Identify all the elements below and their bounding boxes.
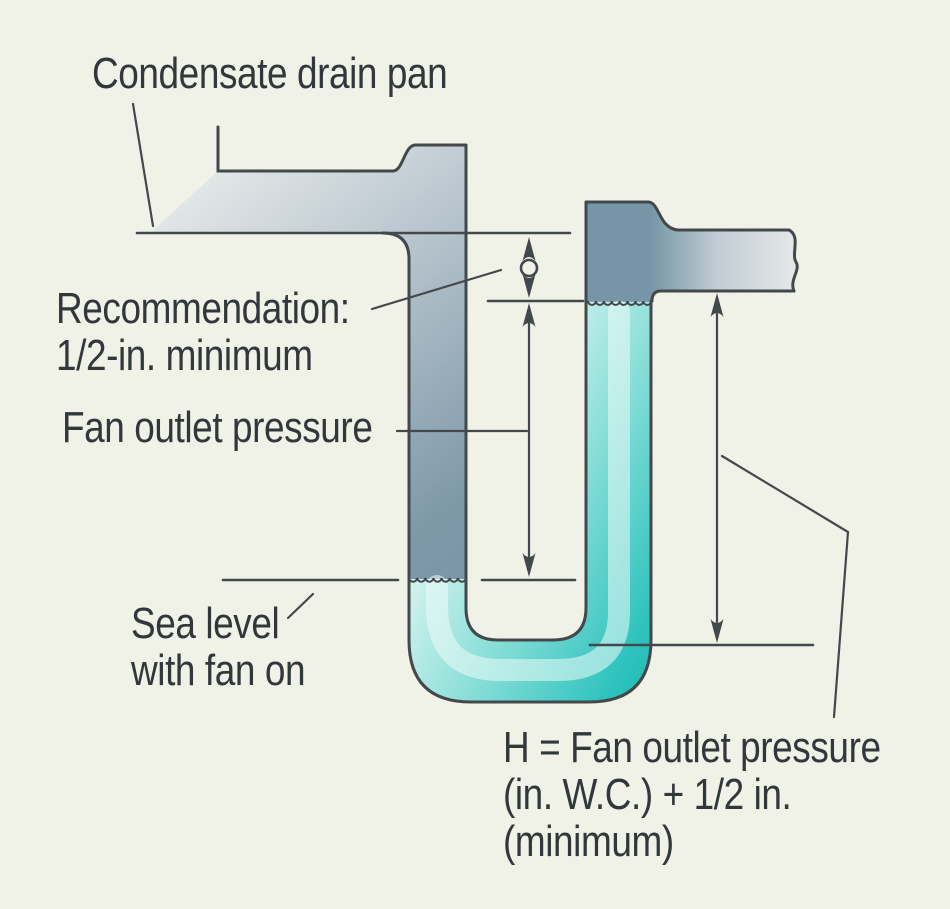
h-formula-line1: H = Fan outlet pressure bbox=[503, 723, 881, 772]
h-formula-leader-line bbox=[720, 454, 850, 719]
sea-level-line2: with fan on bbox=[131, 646, 306, 695]
condensate-drain-pan-label: Condensate drain pan bbox=[92, 49, 448, 98]
sea-level-leader-line bbox=[286, 592, 315, 620]
recommendation-line1: Recommendation: bbox=[56, 284, 350, 333]
fan-outlet-pressure-label: Fan outlet pressure bbox=[62, 403, 373, 452]
recommendation-leader-line bbox=[370, 268, 503, 311]
half-inch-dimension-arrow bbox=[519, 237, 539, 298]
condensate-drain-pan-text: Condensate drain pan bbox=[92, 49, 448, 98]
recommendation-line2: 1/2-in. minimum bbox=[56, 331, 313, 380]
leader-lines bbox=[131, 102, 850, 719]
reference-lines bbox=[135, 231, 815, 647]
trap-water bbox=[409, 302, 651, 702]
sea-level-label: Sea level with fan on bbox=[131, 599, 306, 695]
h-formula-line2: (in. W.C.) + 1/2 in. bbox=[503, 770, 792, 819]
h-formula-line3: (minimum) bbox=[503, 817, 674, 866]
fan-outlet-pressure-text: Fan outlet pressure bbox=[62, 403, 373, 452]
fan-outlet-pipe-body bbox=[586, 202, 798, 301]
water-highlight bbox=[426, 301, 630, 681]
condensate-leader-line bbox=[131, 102, 155, 228]
sea-level-line1: Sea level bbox=[131, 599, 280, 648]
water-surface-left bbox=[408, 577, 468, 583]
h-dimension-arrow bbox=[710, 293, 724, 643]
fan-outlet-pressure-dimension-arrow bbox=[522, 303, 536, 577]
h-formula-label: H = Fan outlet pressure (in. W.C.) + 1/2… bbox=[503, 724, 881, 865]
recommendation-label: Recommendation: 1/2-in. minimum bbox=[56, 285, 350, 379]
water-surface-right bbox=[587, 300, 653, 306]
dimension-circle bbox=[519, 258, 539, 278]
tube-outlines bbox=[216, 125, 799, 704]
